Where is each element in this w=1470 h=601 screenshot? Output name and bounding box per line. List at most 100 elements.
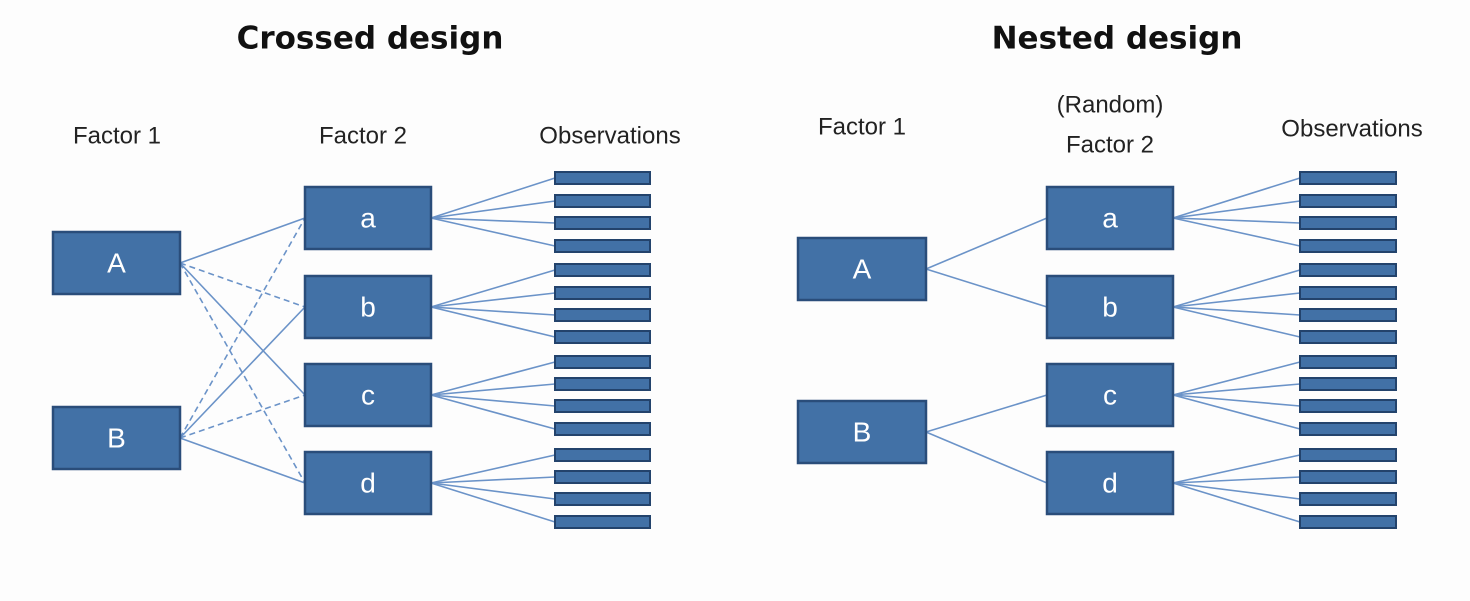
- observation-bar: [554, 492, 651, 506]
- observation-bar: [1299, 422, 1397, 436]
- factor1-header: Factor 1: [818, 113, 906, 140]
- factor2-box: [303, 274, 433, 340]
- factor2-label: b: [360, 291, 376, 322]
- observation-links: [1172, 177, 1301, 523]
- observation-bar: [554, 515, 651, 529]
- link-B-d: [179, 437, 306, 484]
- factor-links: [179, 217, 306, 484]
- obs-link: [430, 177, 556, 219]
- observation-bar: [1299, 399, 1397, 413]
- link-B-b: [179, 306, 306, 439]
- observation-bar: [554, 422, 651, 436]
- observation-bar: [554, 355, 651, 369]
- panel-title: Crossed design: [237, 21, 504, 57]
- obs-link: [430, 292, 556, 308]
- factor2-label: b: [1102, 291, 1118, 322]
- obs-link: [1172, 476, 1301, 484]
- factor2-label: a: [360, 202, 376, 233]
- observation-bar: [554, 263, 651, 277]
- factor2-box: [1045, 274, 1175, 340]
- observation-bar: [1299, 194, 1397, 208]
- factor1-label: B: [107, 422, 126, 453]
- obs-link: [430, 306, 556, 316]
- link-B-a: [179, 217, 306, 439]
- factor2-label: a: [1102, 202, 1118, 233]
- observation-bar: [1299, 171, 1397, 185]
- factor2-header-line: Factor 2: [1066, 131, 1154, 158]
- factor2-label: d: [360, 467, 376, 498]
- obs-link: [430, 394, 556, 430]
- obs-link: [1172, 292, 1301, 308]
- observation-bar: [1299, 239, 1397, 253]
- obs-link: [1172, 217, 1301, 247]
- obs-link: [430, 217, 556, 224]
- observation-bar: [1299, 330, 1397, 344]
- obs-link: [1172, 482, 1301, 500]
- obs-link: [430, 200, 556, 219]
- factor2-header-line: Factor 2: [319, 122, 407, 149]
- observation-bar: [1299, 355, 1397, 369]
- obs-link: [1172, 200, 1301, 219]
- factor1-label: A: [853, 253, 872, 284]
- factor2-box: [303, 450, 433, 516]
- obs-link: [430, 269, 556, 308]
- link-A-d: [179, 262, 306, 484]
- observation-bars: [554, 171, 651, 529]
- obs-link: [1172, 306, 1301, 338]
- obs-link: [430, 217, 556, 247]
- obs-link: [1172, 482, 1301, 523]
- factor1-box: [51, 230, 182, 296]
- factor1-box: [796, 236, 928, 302]
- link-B-c: [925, 394, 1048, 433]
- observation-bar: [554, 448, 651, 462]
- obs-link: [1172, 394, 1301, 430]
- observations-header: Observations: [539, 122, 680, 149]
- obs-link: [430, 454, 556, 484]
- observation-bar: [1299, 492, 1397, 506]
- observation-bar: [1299, 263, 1397, 277]
- observation-bars: [1299, 171, 1397, 529]
- factor1-label: B: [853, 416, 872, 447]
- observation-bar: [554, 399, 651, 413]
- observation-bar: [554, 286, 651, 300]
- observation-links: [430, 177, 556, 523]
- obs-link: [430, 383, 556, 396]
- obs-link: [430, 394, 556, 407]
- observation-bar: [554, 194, 651, 208]
- factor2-box: [303, 185, 433, 251]
- factor1-header: Factor 1: [73, 122, 161, 149]
- observation-bar: [1299, 216, 1397, 230]
- obs-link: [1172, 217, 1301, 224]
- observation-bar: [1299, 448, 1397, 462]
- observation-bar: [554, 216, 651, 230]
- obs-link: [1172, 394, 1301, 407]
- factor2-header-line: (Random): [1057, 91, 1164, 118]
- factor1-box: [51, 405, 182, 471]
- observation-bar: [554, 171, 651, 185]
- observation-bar: [554, 377, 651, 391]
- link-A-a: [179, 217, 306, 264]
- obs-link: [430, 361, 556, 396]
- obs-link: [430, 482, 556, 500]
- link-B-d: [925, 431, 1048, 484]
- obs-link: [1172, 454, 1301, 484]
- link-B-c: [179, 394, 306, 439]
- observation-bar: [554, 330, 651, 344]
- obs-link: [430, 306, 556, 338]
- panel-title: Nested design: [992, 21, 1243, 57]
- observation-bar: [554, 308, 651, 322]
- factor2-box: [1045, 362, 1175, 428]
- observation-bar: [1299, 377, 1397, 391]
- observation-bar: [554, 470, 651, 484]
- observation-bar: [1299, 308, 1397, 322]
- observation-bar: [1299, 286, 1397, 300]
- link-A-a: [925, 217, 1048, 270]
- factor1-label: A: [107, 247, 126, 278]
- link-A-b: [925, 268, 1048, 308]
- factor2-label: c: [361, 379, 375, 410]
- obs-link: [1172, 361, 1301, 396]
